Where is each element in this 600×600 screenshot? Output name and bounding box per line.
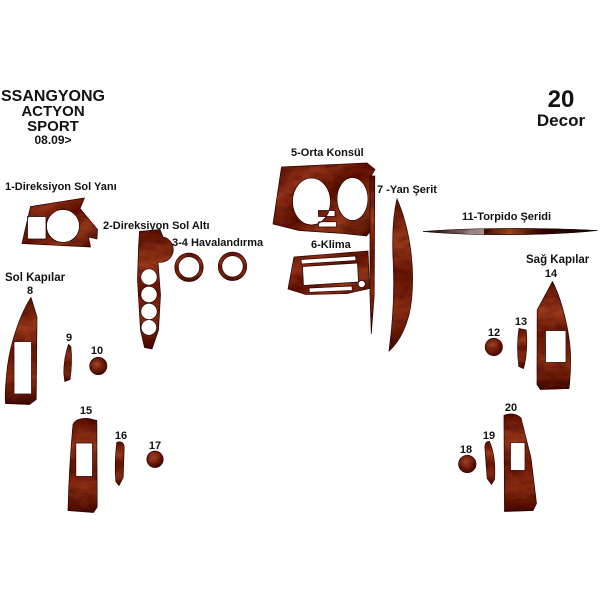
part-16-left-rear-door-strip-piece bbox=[114, 441, 125, 487]
label-num-19: 19 bbox=[482, 430, 496, 442]
part-5-center-console-piece bbox=[272, 162, 376, 237]
part-9-left-door-strip-piece bbox=[63, 343, 72, 382]
part-17-left-rear-door-knob-piece bbox=[146, 450, 164, 468]
part-10-left-door-knob-piece bbox=[89, 357, 108, 375]
label-part-3-4: 3-4 Havalandırma bbox=[172, 237, 264, 249]
part-4-vent-ring bbox=[217, 251, 248, 281]
part-2-steering-lower-left-piece bbox=[137, 229, 174, 350]
part-13-right-door-strip-piece bbox=[517, 328, 528, 369]
part-7-side-strip-piece bbox=[388, 197, 413, 352]
part-12-right-door-knob-piece bbox=[484, 338, 503, 356]
part-3-vent-ring bbox=[174, 252, 204, 282]
label-num-12: 12 bbox=[487, 327, 501, 339]
label-left-doors: Sol Kapılar bbox=[5, 272, 66, 284]
label-part-2: 2-Direksiyon Sol Altı bbox=[103, 220, 210, 232]
label-num-13: 13 bbox=[514, 316, 528, 328]
label-part-6: 6-Klima bbox=[311, 239, 351, 251]
label-num-14: 14 bbox=[544, 268, 558, 280]
label-num-9: 9 bbox=[65, 332, 73, 344]
brand-title-block: SSANGYONG ACTYON SPORT 08.09> bbox=[0, 89, 106, 147]
label-right-doors: Sağ Kapılar bbox=[526, 254, 590, 266]
part-14-right-door-panel-piece bbox=[536, 280, 571, 390]
label-num-16: 16 bbox=[114, 430, 128, 442]
part-11-glovebox-strip-piece bbox=[422, 228, 598, 235]
label-part-1: 1-Direksiyon Sol Yanı bbox=[5, 181, 117, 193]
label-num-10: 10 bbox=[90, 345, 104, 357]
piece-count: 20 bbox=[547, 86, 575, 113]
piece-count-word: Decor bbox=[536, 111, 586, 130]
label-num-17: 17 bbox=[148, 440, 162, 452]
label-num-8: 8 bbox=[26, 285, 34, 297]
piece-count-badge: 20 Decor bbox=[519, 86, 600, 130]
label-part-11: 11-Torpido Şeridi bbox=[462, 211, 552, 223]
label-part-5: 5-Orta Konsül bbox=[291, 147, 364, 159]
part-19-right-rear-door-strip-piece bbox=[484, 441, 496, 486]
label-num-15: 15 bbox=[79, 405, 93, 417]
label-num-18: 18 bbox=[459, 444, 473, 456]
label-part-7: 7 -Yan Şerit bbox=[377, 184, 437, 196]
part-8-left-door-panel-piece bbox=[4, 296, 38, 405]
console-side-thin-strip bbox=[369, 175, 376, 335]
label-num-20: 20 bbox=[504, 402, 518, 414]
model-name: ACTYON SPORT bbox=[21, 103, 85, 135]
part-1-steering-left-side-piece bbox=[21, 197, 98, 248]
part-15-left-rear-door-panel-piece bbox=[67, 418, 98, 513]
model-year: 08.09> bbox=[34, 133, 72, 147]
part-20-right-rear-door-panel-piece bbox=[503, 413, 537, 512]
part-6-climate-piece bbox=[287, 250, 370, 295]
brand-name: SSANGYONG bbox=[0, 88, 105, 105]
part-18-right-rear-door-knob-piece bbox=[458, 454, 477, 474]
